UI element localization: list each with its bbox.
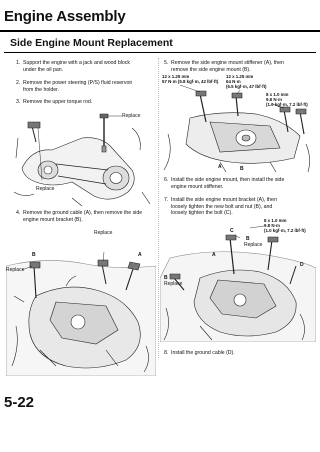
replace-label: Replace (244, 242, 263, 248)
column-divider (158, 58, 159, 358)
torque-rod-illustration (13, 113, 151, 207)
label-b: B (246, 236, 250, 242)
replace-label: Replace (164, 281, 183, 287)
label-b: B (32, 252, 36, 258)
label-a: A (138, 252, 142, 258)
figure-side-engine-mount: 12 x 1.25 mm 57 N·m (5.8 kgf·m, 42 lbf·f… (160, 74, 316, 174)
label-d: D (300, 262, 304, 268)
replace-label: Replace (36, 186, 55, 192)
title-rule (0, 30, 320, 32)
label-b: B (164, 275, 168, 281)
side-mount-illustration (163, 84, 310, 173)
figure-upper-torque-rod: Replace Replace (12, 108, 154, 208)
torque-spec: 12 x 1.25 mm 64 N·m (6.5 kgf·m, 47 lbf·f… (226, 74, 267, 90)
torque-spec: 12 x 1.25 mm 57 N·m (5.8 kgf·m, 42 lbf·f… (162, 74, 219, 85)
figure-mount-bracket-install: 8 x 1.0 mm 9.8 N·m (1.0 kgf·m, 7.2 lbf·f… (160, 218, 316, 342)
label-b: B (240, 166, 244, 172)
replace-label: Replace (6, 267, 25, 273)
replace-label: Replace (94, 230, 113, 236)
torque-spec: 8 x 1.0 mm 9.8 N·m (1.0 kgf·m, 7.2 lbf·f… (266, 92, 308, 108)
label-a: A (212, 252, 216, 258)
label-a: A (218, 164, 222, 170)
page-subtitle: Side Engine Mount Replacement (10, 37, 173, 49)
page-number: 5-22 (4, 394, 35, 411)
torque-spec: 8 x 1.0 mm 9.8 N·m (1.0 kgf·m, 7.2 lbf·f… (264, 218, 306, 234)
mount-bracket-illustration (5, 251, 157, 377)
subtitle-rule (4, 52, 316, 53)
bracket-install-illustration (160, 225, 316, 342)
figure-mount-bracket-removal: Replace Replace B A (5, 226, 157, 377)
label-c: C (230, 228, 234, 234)
replace-label: Replace (122, 113, 141, 119)
section-title: Engine Assembly (4, 8, 126, 25)
